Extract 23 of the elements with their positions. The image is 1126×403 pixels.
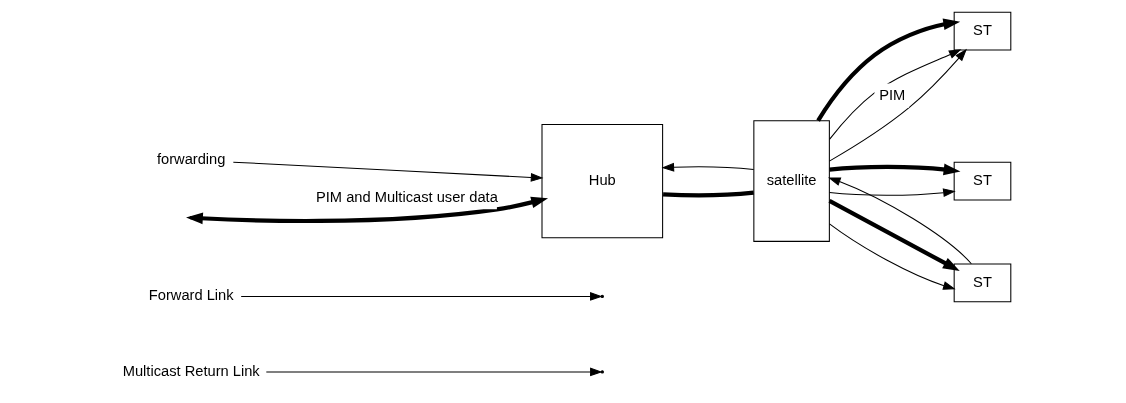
arrow (828, 163, 960, 176)
node-box: satellite (752, 120, 830, 242)
node-box: ST (953, 11, 1011, 51)
arrow (815, 18, 960, 122)
arrow (828, 188, 956, 198)
arrow (828, 48, 967, 162)
arrow (265, 367, 603, 377)
edge-label: PIM (878, 86, 905, 103)
edge-label: PIM and Multicast user data (315, 188, 498, 205)
arrow (232, 161, 543, 182)
node-box: Hub (540, 123, 663, 239)
node-text: Multicast Return Link (122, 362, 260, 379)
node-text: forwarding (156, 150, 225, 167)
arrow (827, 177, 972, 265)
arrow (828, 199, 960, 272)
arrow (661, 162, 754, 172)
node-box: ST (953, 161, 1011, 201)
node-box: ST (953, 263, 1011, 303)
node-text: Forward Link (148, 287, 234, 304)
arrow (185, 196, 548, 225)
arrow (828, 223, 956, 290)
connector (662, 190, 754, 198)
arrow (828, 49, 961, 140)
